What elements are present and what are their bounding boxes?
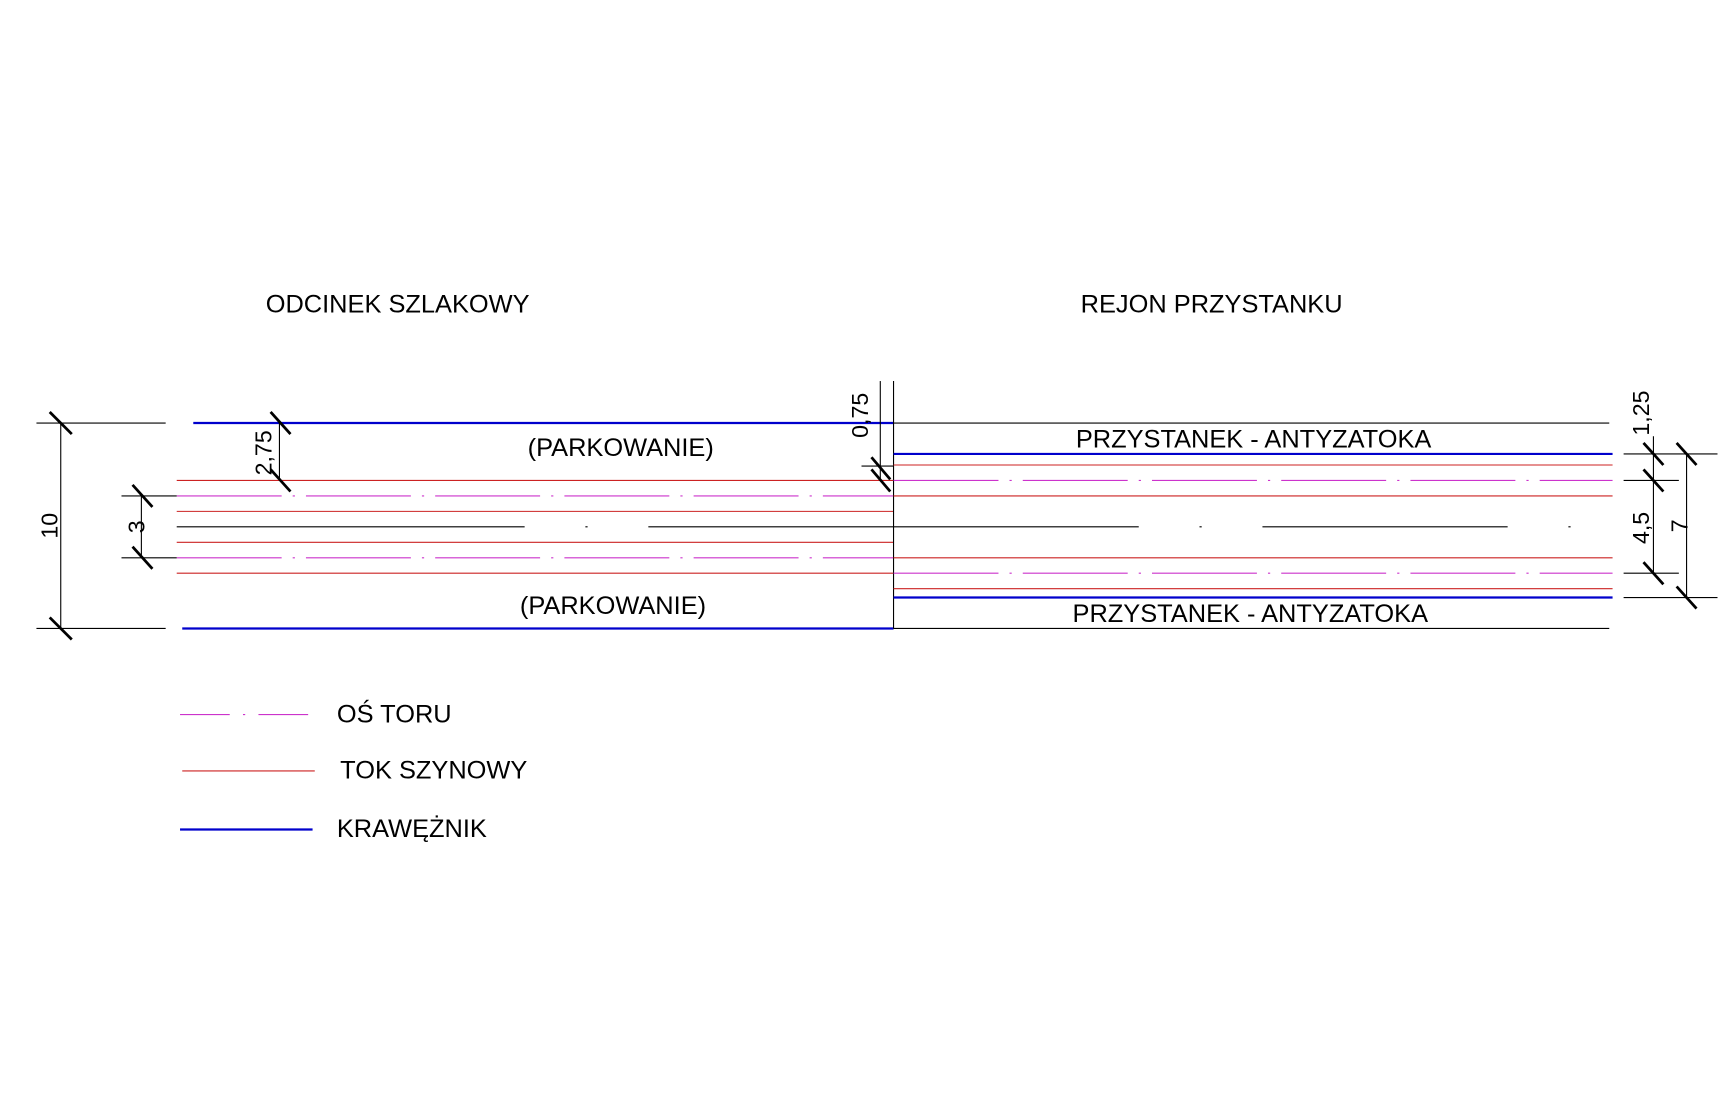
dim-parking-width: 2,75 (251, 430, 277, 475)
dim-roadway-stop: 7 (1667, 519, 1693, 532)
right-section (893, 422, 1613, 630)
parking-bottom-label: (PARKOWANIE) (520, 592, 706, 620)
dim-total-width: 10 (36, 513, 62, 539)
dim-track-spacing: 3 (124, 520, 150, 533)
title-left: ODCINEK SZLAKOWY (266, 291, 530, 319)
stop-bottom-label: PRZYSTANEK - ANTYZATOKA (1073, 600, 1429, 628)
dim-track-spacing-stop: 4,5 (1628, 512, 1654, 544)
legend-curb-label: KRAWĘŻNIK (337, 814, 487, 843)
legend-track-axis-label: OŚ TORU (337, 698, 452, 728)
left-section (176, 421, 894, 630)
title-right: REJON PRZYSTANKU (1081, 291, 1343, 319)
dim-stop-width: 1,25 (1628, 391, 1654, 436)
legend-rail-label: TOK SZYNOWY (340, 757, 527, 785)
dimension-lines (36, 381, 1718, 641)
stop-top-label: PRZYSTANEK - ANTYZATOKA (1076, 425, 1432, 453)
dim-offset: 0,75 (847, 393, 873, 438)
legend: OŚ TORU TOK SZYNOWY KRAWĘŻNIK (180, 698, 527, 843)
parking-top-label: (PARKOWANIE) (528, 434, 714, 462)
